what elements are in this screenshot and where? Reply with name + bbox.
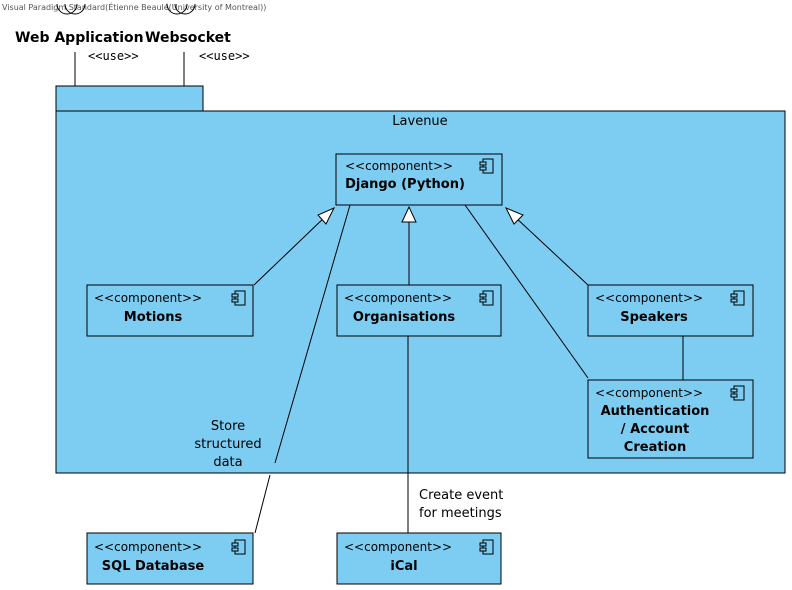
stereotype: <<component>> bbox=[595, 386, 703, 400]
stereotype: <<component>> bbox=[595, 291, 703, 305]
generalization-arrow-icon bbox=[504, 207, 524, 225]
note-line: Store bbox=[211, 419, 245, 434]
stereotype: <<component>> bbox=[344, 291, 452, 305]
component-ical[interactable]: <<component>> iCal bbox=[336, 532, 502, 585]
generalization-arrow-icon bbox=[401, 205, 417, 223]
component-name: Creation bbox=[624, 440, 686, 455]
component-name: Organisations bbox=[353, 310, 456, 325]
stereotype: <<component>> bbox=[344, 540, 452, 554]
component-speakers[interactable]: <<component>> Speakers bbox=[587, 284, 754, 337]
web-app-socket-icon bbox=[56, 3, 86, 15]
component-name: Authentication bbox=[601, 404, 710, 419]
component-motions[interactable]: <<component>> Motions bbox=[86, 284, 254, 337]
connectors bbox=[253, 204, 684, 534]
package-title: Lavenue bbox=[392, 114, 447, 129]
websocket-use-stereotype: <<use>> bbox=[199, 49, 250, 63]
django-auth-link bbox=[464, 204, 589, 379]
note-line: for meetings bbox=[419, 506, 502, 521]
websocket-socket-icon bbox=[166, 3, 196, 15]
motions-django-link bbox=[253, 214, 328, 286]
component-authentication[interactable]: <<component>> Authentication / Account C… bbox=[587, 379, 754, 459]
package-tab bbox=[55, 85, 204, 112]
speakers-django-link bbox=[513, 215, 589, 286]
generalization-arrow-icon bbox=[317, 206, 336, 225]
component-name: Speakers bbox=[620, 310, 688, 325]
stereotype: <<component>> bbox=[94, 540, 202, 554]
component-name: Django (Python) bbox=[345, 177, 465, 192]
component-name: Motions bbox=[124, 310, 183, 325]
websocket-label: Websocket bbox=[145, 30, 231, 46]
component-organisations[interactable]: <<component>> Organisations bbox=[336, 284, 502, 337]
web-application-label: Web Application bbox=[15, 30, 144, 46]
django-sql-link bbox=[274, 204, 351, 464]
django-sql-link-lower bbox=[254, 474, 271, 534]
note-line: structured bbox=[194, 437, 261, 452]
stereotype: <<component>> bbox=[345, 159, 453, 173]
component-sql-database[interactable]: <<component>> SQL Database bbox=[86, 532, 254, 585]
note-line: Create event bbox=[419, 488, 503, 503]
watermark: Visual Paradigm Standard(Étienne Beaulé(… bbox=[2, 1, 266, 12]
note-create-event: Create event for meetings bbox=[419, 488, 503, 521]
component-django[interactable]: <<component>> Django (Python) bbox=[335, 153, 503, 206]
note-line: data bbox=[213, 455, 242, 470]
component-name: / Account bbox=[621, 422, 689, 437]
web-app-use-stereotype: <<use>> bbox=[88, 49, 139, 63]
note-store-structured-data: Store structured data bbox=[194, 419, 261, 470]
stereotype: <<component>> bbox=[94, 291, 202, 305]
component-name: SQL Database bbox=[102, 559, 205, 574]
component-name: iCal bbox=[390, 559, 417, 574]
